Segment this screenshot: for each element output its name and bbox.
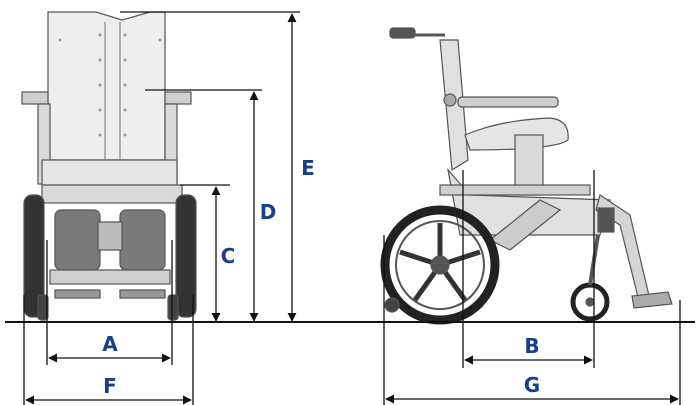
- label-g: G: [524, 373, 540, 397]
- label-a: A: [102, 332, 118, 356]
- dimension-lines: [23, 11, 681, 405]
- dimension-b: [462, 170, 595, 368]
- label-e: E: [301, 156, 315, 180]
- label-c: C: [221, 244, 236, 268]
- label-f: F: [103, 374, 117, 398]
- dimension-labels: A B C D E F G: [102, 156, 540, 398]
- label-b: B: [524, 334, 539, 358]
- dimension-d: [145, 89, 262, 322]
- dimension-f: [23, 295, 194, 405]
- side-view-wheelchair: [380, 27, 673, 325]
- label-d: D: [260, 200, 277, 224]
- dimension-e: [120, 11, 300, 322]
- dimension-a: [46, 240, 173, 365]
- dimension-c: [180, 184, 230, 322]
- front-view-wheelchair: [21, 11, 197, 321]
- dimension-g: [383, 235, 681, 405]
